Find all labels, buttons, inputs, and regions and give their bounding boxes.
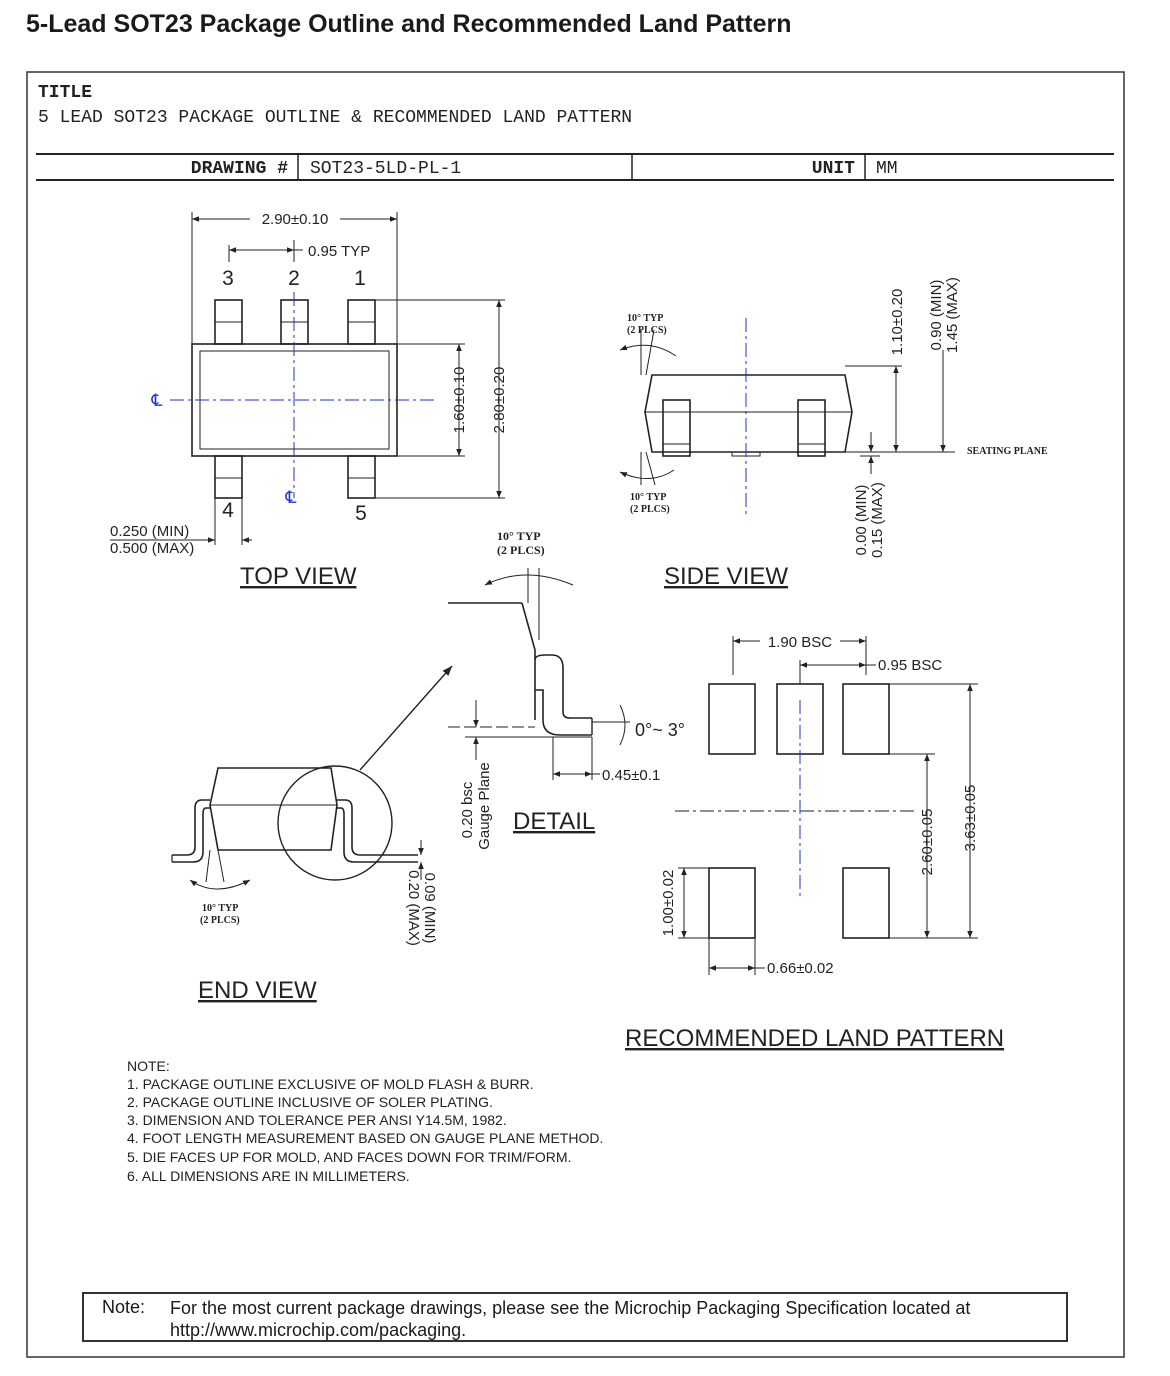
packaging-note: Note: For the most current package drawi… <box>82 1292 1068 1342</box>
top-dim-lead-min: 0.250 (MIN) <box>110 523 189 540</box>
top-view <box>110 212 505 545</box>
side-angle-top-2: (2 PLCS) <box>627 325 667 336</box>
centerline-mark-v: ℄ <box>285 488 297 507</box>
land-dim-095: 0.95 BSC <box>878 657 942 674</box>
detail-angle-1: 10° TYP <box>497 529 541 543</box>
note-item: 1. PACKAGE OUTLINE EXCLUSIVE OF MOLD FLA… <box>127 1076 534 1092</box>
drawing-frame <box>26 71 1125 1358</box>
end-view <box>171 665 453 890</box>
side-dim-height: 1.10±0.20 <box>889 289 906 356</box>
side-dim-standoff-max: 0.15 (MAX) <box>869 482 886 558</box>
notes: NOTE: 1. PACKAGE OUTLINE EXCLUSIVE OF MO… <box>127 1058 603 1184</box>
pin-3-label: 3 <box>222 267 234 290</box>
detail-label: DETAIL <box>513 808 595 835</box>
pin-2-label: 2 <box>288 267 300 290</box>
end-view-label: END VIEW <box>198 977 317 1004</box>
note-item: 6. ALL DIMENSIONS ARE IN MILLIMETERS. <box>127 1168 410 1184</box>
land-dim-190: 1.90 BSC <box>768 634 832 651</box>
side-view-label: SIDE VIEW <box>664 563 788 590</box>
land-dim-066: 0.66±0.02 <box>767 960 834 977</box>
unit-value: MM <box>876 159 898 179</box>
detail-foot-angle: 0°~ 3° <box>635 720 685 740</box>
land-dim-363: 3.63±0.05 <box>962 785 979 852</box>
end-angle-1: 10° TYP <box>202 903 238 914</box>
pin-4-label: 4 <box>222 499 234 522</box>
footnote-line-1: For the most current package drawings, p… <box>170 1298 971 1318</box>
end-angle-2: (2 PLCS) <box>200 915 240 926</box>
detail-foot-length: 0.45±0.1 <box>602 767 660 784</box>
title-label: TITLE <box>38 83 92 103</box>
end-dim-max: 0.20 (MAX) <box>405 870 422 946</box>
detail-gauge-1: 0.20 bsc <box>459 781 476 838</box>
top-dim-width: 2.90±0.10 <box>262 211 329 228</box>
detail-view <box>448 568 630 780</box>
note-item: 4. FOOT LENGTH MEASUREMENT BASED ON GAUG… <box>127 1130 603 1146</box>
top-view-label: TOP VIEW <box>240 563 357 590</box>
side-view <box>619 318 955 518</box>
top-dim-total-height: 2.80±0.20 <box>491 367 508 434</box>
land-pattern <box>675 636 978 975</box>
top-dim-pitch: 0.95 TYP <box>308 243 370 260</box>
note-item: 3. DIMENSION AND TOLERANCE PER ANSI Y14.… <box>127 1112 507 1128</box>
side-angle-bottom-1: 10° TYP <box>630 492 666 503</box>
land-dim-260: 2.60±0.05 <box>919 809 936 876</box>
seating-plane-label: SEATING PLANE <box>967 446 1048 457</box>
side-angle-top-1: 10° TYP <box>627 313 663 324</box>
drawing-number: SOT23-5LD-PL-1 <box>310 159 461 179</box>
footnote-link[interactable]: http://www.microchip.com/packaging. <box>170 1320 467 1340</box>
note-item: 5. DIE FACES UP FOR MOLD, AND FACES DOWN… <box>127 1149 571 1165</box>
side-dim-height-max: 1.45 (MAX) <box>944 277 961 353</box>
page-title: 5-Lead SOT23 Package Outline and Recomme… <box>26 10 792 38</box>
pin-5-label: 5 <box>355 502 367 525</box>
end-dim-min: 0.09 (MIN) <box>421 873 438 944</box>
side-dim-standoff-min: 0.00 (MIN) <box>853 485 870 556</box>
drawing-label: DRAWING # <box>191 159 288 179</box>
side-angle-bottom-2: (2 PLCS) <box>630 504 670 515</box>
detail-gauge-2: Gauge Plane <box>476 762 493 850</box>
pin-1-label: 1 <box>354 267 366 290</box>
title-text: 5 LEAD SOT23 PACKAGE OUTLINE & RECOMMEND… <box>38 108 632 128</box>
unit-label: UNIT <box>812 159 855 179</box>
top-dim-body-height: 1.60±0.10 <box>451 367 468 434</box>
side-dim-height-min: 0.90 (MIN) <box>928 280 945 351</box>
footnote-text: For the most current package drawings, p… <box>170 1297 970 1340</box>
detail-angle-2: (2 PLCS) <box>497 543 545 557</box>
centerline-mark-h: ℄ <box>151 391 163 410</box>
land-pattern-label: RECOMMENDED LAND PATTERN <box>625 1025 1004 1052</box>
note-item: 2. PACKAGE OUTLINE INCLUSIVE OF SOLER PL… <box>127 1094 493 1110</box>
footnote-label: Note: <box>102 1297 146 1317</box>
land-dim-100: 1.00±0.02 <box>660 870 677 937</box>
notes-header: NOTE: <box>127 1058 170 1074</box>
top-dim-lead-max: 0.500 (MAX) <box>110 540 194 557</box>
title-block: TITLE 5 LEAD SOT23 PACKAGE OUTLINE & REC… <box>36 83 1114 181</box>
